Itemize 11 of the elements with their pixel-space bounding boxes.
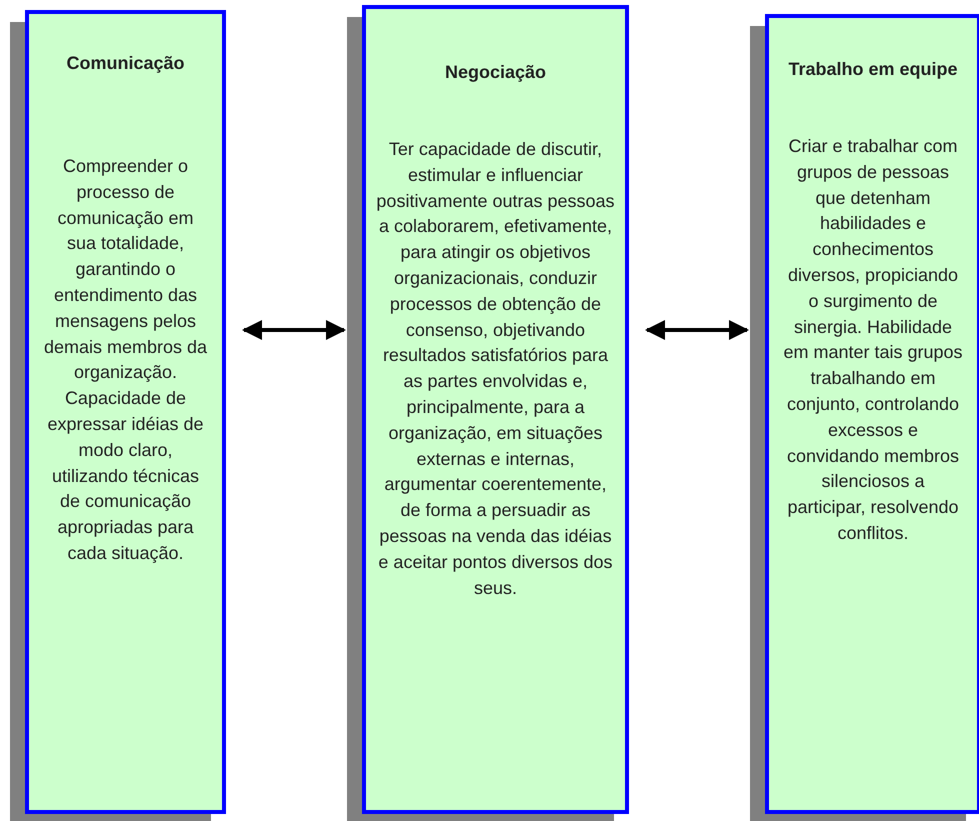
competency-box (25, 10, 226, 814)
box-heading: Trabalho em equipe (787, 58, 959, 81)
box-description: Criar e trabalhar com grupos de pessoas que detenham habilidades e conhecimentos diversos, propiciando o surgimento de sinergia. Habilidade em manter tais grupos trabalhando em conjunto, controlando excessos e convidando membros silenciosos a participar, resolvendo conflitos. (783, 135, 963, 545)
competency-box (362, 5, 629, 814)
box-description: Ter capacidade de discutir, estimular e influenciar positivamente outras pessoas a colaborarem, efetivamente, para atingir os objetivos organizacionais, conduzir processos de obtenção de consenso, objetivando resultados satisfatórios para as partes envolvidas e, principalmente, para a organização, em situações externas e internas, argumentar coerentemente, de forma a persuadir as pessoas na venda das idéias e aceitar pontos diversos dos seus. (376, 138, 616, 600)
double-arrow (242, 320, 346, 340)
box-description: Compreender o processo de comunicação em sua totalidade, garantindo o entendimento das mensagens pelos demais membros da organização. Capacidade de expressar idéias de modo claro, utilizando técnicas de comunicação apropriadas para cada situação. (42, 155, 208, 565)
double-arrow (645, 320, 749, 340)
box-heading: Comunicação (65, 52, 186, 75)
competency-box (765, 14, 979, 814)
box-heading: Negociação (444, 61, 548, 84)
